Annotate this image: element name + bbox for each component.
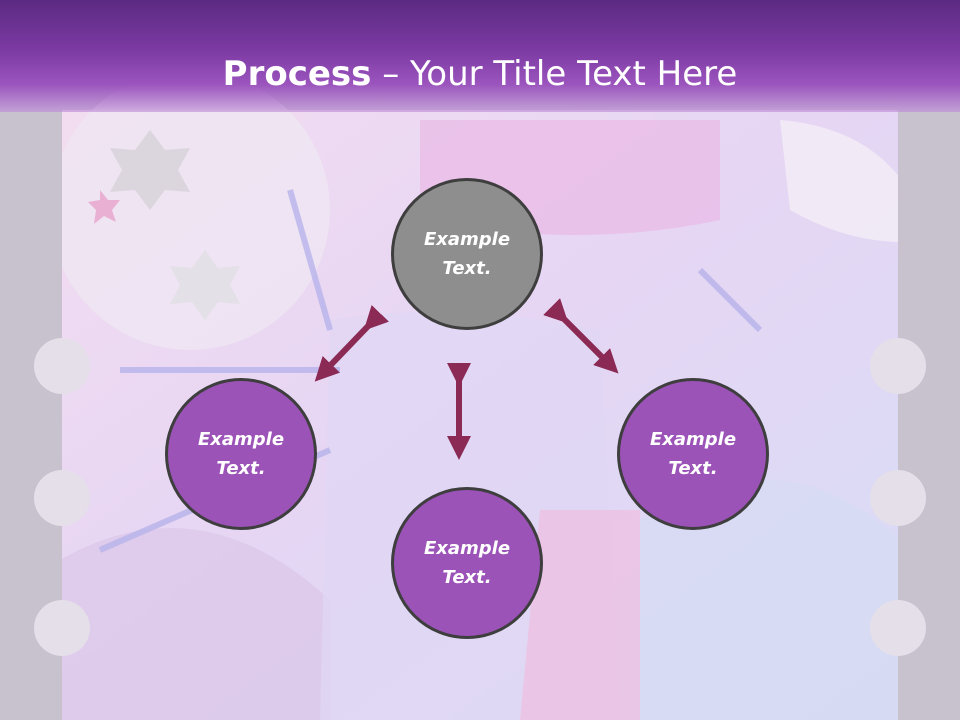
left-side-panel [0, 110, 90, 720]
title-bold-part: Process [222, 54, 372, 94]
process-node-left[interactable]: Example Text. [165, 378, 317, 530]
process-node-label: Example Text. [423, 229, 511, 279]
process-node-top[interactable]: Example Text. [391, 178, 543, 330]
arrow-top-left [314, 305, 389, 382]
process-node-bottom[interactable]: Example Text. [391, 487, 543, 639]
process-node-label: Example Text. [423, 538, 511, 588]
right-side-panel [870, 110, 960, 720]
title-dash: – [371, 54, 411, 94]
slide-title[interactable]: Process – Your Title Text Here [0, 54, 960, 94]
right-notch [870, 470, 926, 526]
right-notch [870, 600, 926, 656]
left-notch [34, 600, 90, 656]
left-notch [34, 470, 90, 526]
process-node-right[interactable]: Example Text. [617, 378, 769, 530]
right-notch [870, 338, 926, 394]
process-node-label: Example Text. [197, 429, 285, 479]
process-node-label: Example Text. [649, 429, 737, 479]
arrow-top-right [543, 298, 619, 374]
title-bar: Process – Your Title Text Here [0, 0, 960, 112]
title-regular-part: Your Title Text Here [410, 54, 738, 94]
left-notch [34, 338, 90, 394]
